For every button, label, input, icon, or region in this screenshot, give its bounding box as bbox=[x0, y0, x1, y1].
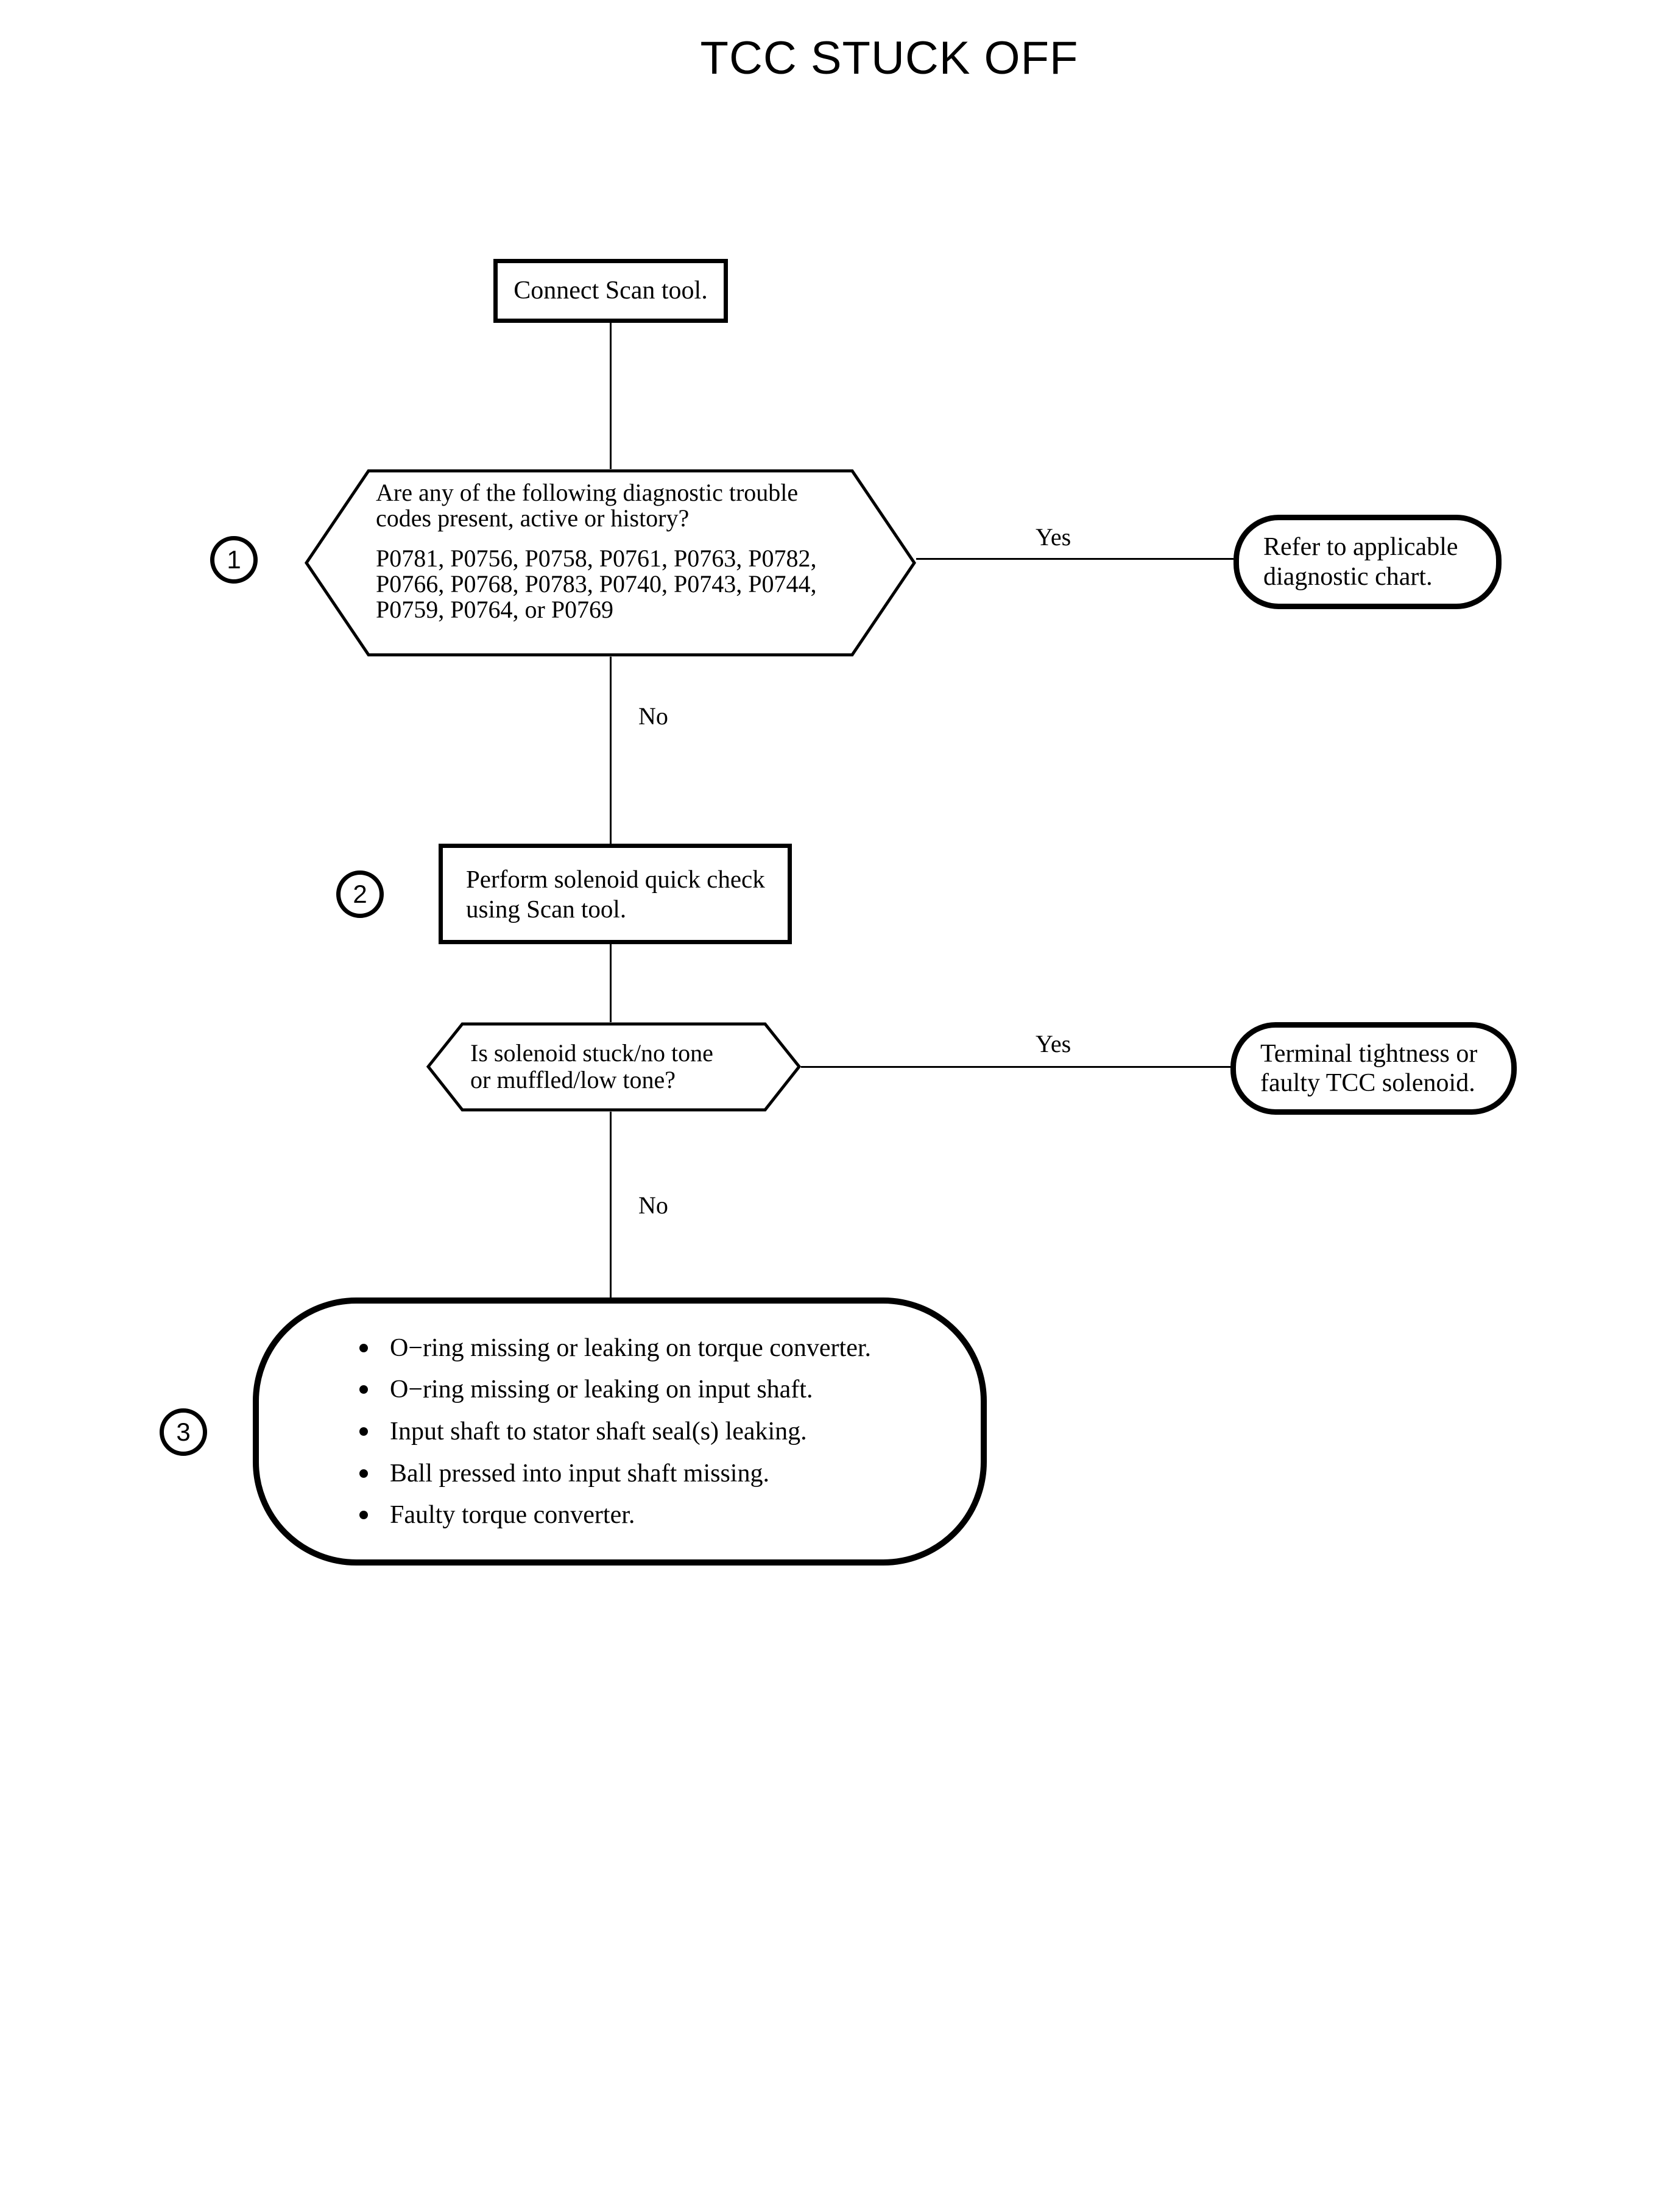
final-causes-node: O−ring missing or leaking on torque conv… bbox=[253, 1297, 987, 1566]
decision2-yes-label: Yes bbox=[1036, 1030, 1071, 1057]
step-badge-1-number: 1 bbox=[227, 545, 241, 574]
decision1-hexagon-shape bbox=[305, 469, 916, 657]
connector-decision2-yes bbox=[801, 1066, 1230, 1068]
bullet-icon bbox=[359, 1511, 368, 1520]
connector-decision1-no bbox=[610, 657, 612, 844]
decision1-hexagon bbox=[305, 469, 916, 657]
connector-decision2-no bbox=[610, 1112, 612, 1297]
decision1-codes-line1: P0781, P0756, P0758, P0761, P0763, P0782… bbox=[376, 545, 817, 572]
connector-decision1-yes bbox=[916, 558, 1234, 560]
step-badge-1: 1 bbox=[210, 536, 258, 584]
step-badge-3-number: 3 bbox=[176, 1417, 191, 1446]
step-badge-3: 3 bbox=[160, 1408, 207, 1456]
connector-action2-to-decision2 bbox=[610, 944, 612, 1022]
bullet-icon bbox=[359, 1385, 368, 1394]
result1-line1: Refer to applicable bbox=[1263, 533, 1458, 562]
final-cause-text-5: Faulty torque converter. bbox=[390, 1501, 635, 1530]
final-cause-text-4: Ball pressed into input shaft missing. bbox=[390, 1459, 769, 1488]
connector-start-to-decision1 bbox=[610, 323, 612, 469]
page-title: TCC STUCK OFF bbox=[700, 32, 1079, 84]
bullet-icon bbox=[359, 1469, 368, 1478]
final-cause-item: O−ring missing or leaking on input shaft… bbox=[359, 1375, 956, 1404]
decision1-question-line2: codes present, active or history? bbox=[376, 504, 690, 532]
decision1-codes-line2: P0766, P0768, P0783, P0740, P0743, P0744… bbox=[376, 570, 817, 598]
bullet-icon bbox=[359, 1343, 368, 1352]
step-badge-2-number: 2 bbox=[353, 880, 367, 908]
decision2-text: Is solenoid stuck/no tone or muffled/low… bbox=[470, 1040, 713, 1093]
decision1-question-line1: Are any of the following diagnostic trou… bbox=[376, 479, 799, 506]
bullet-icon bbox=[359, 1427, 368, 1436]
result2-line1: Terminal tightness or bbox=[1260, 1039, 1478, 1068]
final-cause-text-3: Input shaft to stator shaft seal(s) leak… bbox=[390, 1417, 807, 1446]
decision2-question-line1: Is solenoid stuck/no tone bbox=[470, 1039, 713, 1067]
action2-line1: Perform solenoid quick check bbox=[466, 865, 765, 894]
decision1-yes-label: Yes bbox=[1036, 523, 1071, 551]
decision2-hexagon bbox=[426, 1022, 801, 1112]
start-node-label: Connect Scan tool. bbox=[514, 276, 708, 305]
decision1-no-label: No bbox=[638, 702, 668, 730]
decision2-question-line2: or muffled/low tone? bbox=[470, 1066, 676, 1093]
decision2-hexagon-shape bbox=[426, 1022, 801, 1112]
decision1-text: Are any of the following diagnostic trou… bbox=[376, 480, 816, 623]
result2-node: Terminal tightness or faulty TCC solenoi… bbox=[1230, 1022, 1517, 1115]
final-cause-item: O−ring missing or leaking on torque conv… bbox=[359, 1333, 956, 1363]
final-cause-item: Faulty torque converter. bbox=[359, 1500, 956, 1530]
decision1-codes-line3: P0759, P0764, or P0769 bbox=[376, 596, 614, 623]
decision1-text-spacer bbox=[376, 531, 816, 546]
action2-node: Perform solenoid quick check using Scan … bbox=[439, 844, 792, 944]
final-cause-item: Ball pressed into input shaft missing. bbox=[359, 1459, 956, 1488]
start-node: Connect Scan tool. bbox=[493, 259, 728, 323]
action2-line2: using Scan tool. bbox=[466, 894, 627, 923]
decision2-no-label: No bbox=[638, 1191, 668, 1219]
step-badge-2: 2 bbox=[336, 870, 384, 918]
result2-line2: faulty TCC solenoid. bbox=[1260, 1069, 1475, 1097]
result1-line2: diagnostic chart. bbox=[1263, 562, 1433, 591]
final-cause-text-2: O−ring missing or leaking on input shaft… bbox=[390, 1375, 813, 1404]
final-cause-item: Input shaft to stator shaft seal(s) leak… bbox=[359, 1417, 956, 1446]
result1-node: Refer to applicable diagnostic chart. bbox=[1234, 515, 1502, 609]
final-cause-text-1: O−ring missing or leaking on torque conv… bbox=[390, 1333, 872, 1362]
